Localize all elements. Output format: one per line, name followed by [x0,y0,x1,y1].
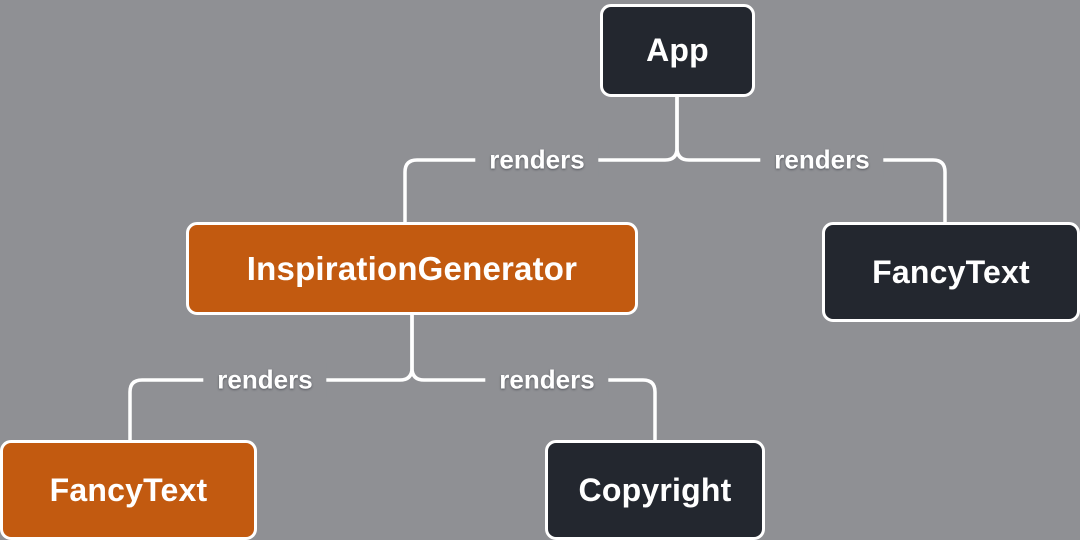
node-fancy-text-left-label: FancyText [49,471,208,508]
node-app-label: App [646,32,709,68]
node-fancy-text-right: FancyText [822,222,1080,322]
node-inspiration-generator: InspirationGenerator [186,222,638,315]
edge-label-renders-inspirationgenerator-copyright: renders [485,362,609,398]
node-copyright: Copyright [545,440,765,540]
node-inspiration-generator-label: InspirationGenerator [246,249,578,287]
node-fancy-text-left: FancyText [0,440,257,540]
node-copyright-label: Copyright [578,471,732,508]
edge-label-renders-app-fancytext: renders [760,142,884,178]
node-fancy-text-right-label: FancyText [872,253,1030,290]
edge-label-renders-app-inspirationgenerator: renders [475,142,599,178]
edge-label-renders-inspirationgenerator-fancytext: renders [203,362,327,398]
node-app: App [600,4,755,97]
